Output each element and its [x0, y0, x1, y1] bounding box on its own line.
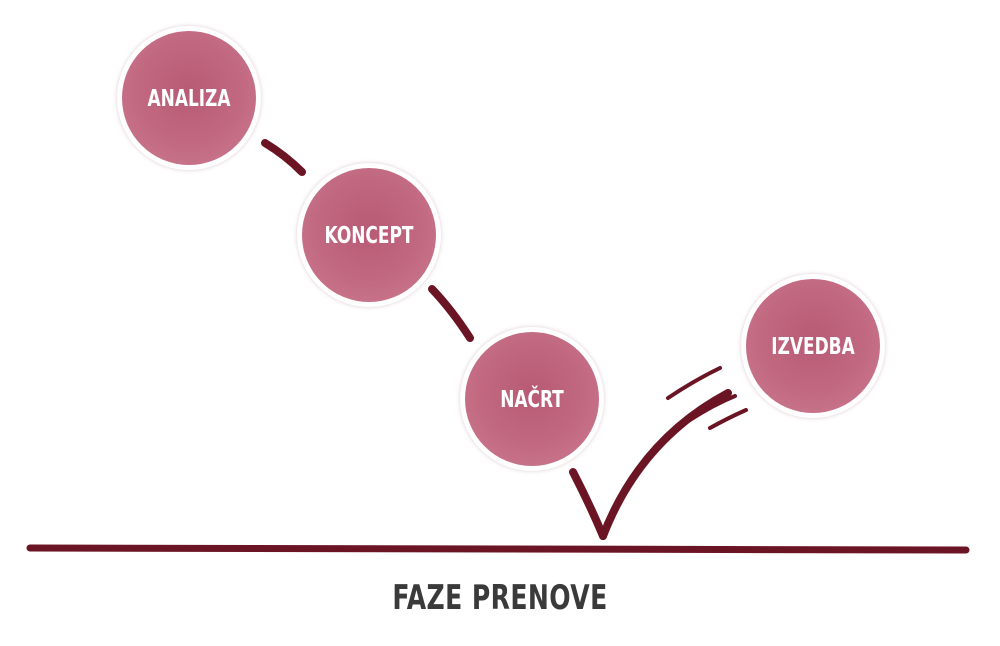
bounce-up-stroke — [599, 389, 732, 540]
motion-line-1 — [666, 366, 722, 400]
diagram-caption: FAZE PRENOVE — [392, 578, 608, 618]
stage-label-nacrt: NAČRT — [500, 385, 564, 412]
stage-izvedba: IZVEDBA — [741, 274, 885, 418]
bounce-down-stroke — [569, 468, 607, 540]
stage-analiza: ANALIZA — [117, 26, 261, 170]
stage-label-analiza: ANALIZA — [148, 84, 231, 111]
ground-line — [26, 544, 970, 554]
stage-label-koncept: KONCEPT — [325, 221, 414, 248]
motion-line-2 — [688, 394, 737, 422]
connector-koncept-nacrt — [428, 285, 474, 342]
motion-line-3 — [708, 408, 748, 430]
stage-nacrt: NAČRT — [460, 327, 604, 471]
connector-analiza-koncept — [261, 139, 306, 176]
stage-koncept: KONCEPT — [297, 163, 441, 307]
stage-label-izvedba: IZVEDBA — [771, 332, 855, 359]
